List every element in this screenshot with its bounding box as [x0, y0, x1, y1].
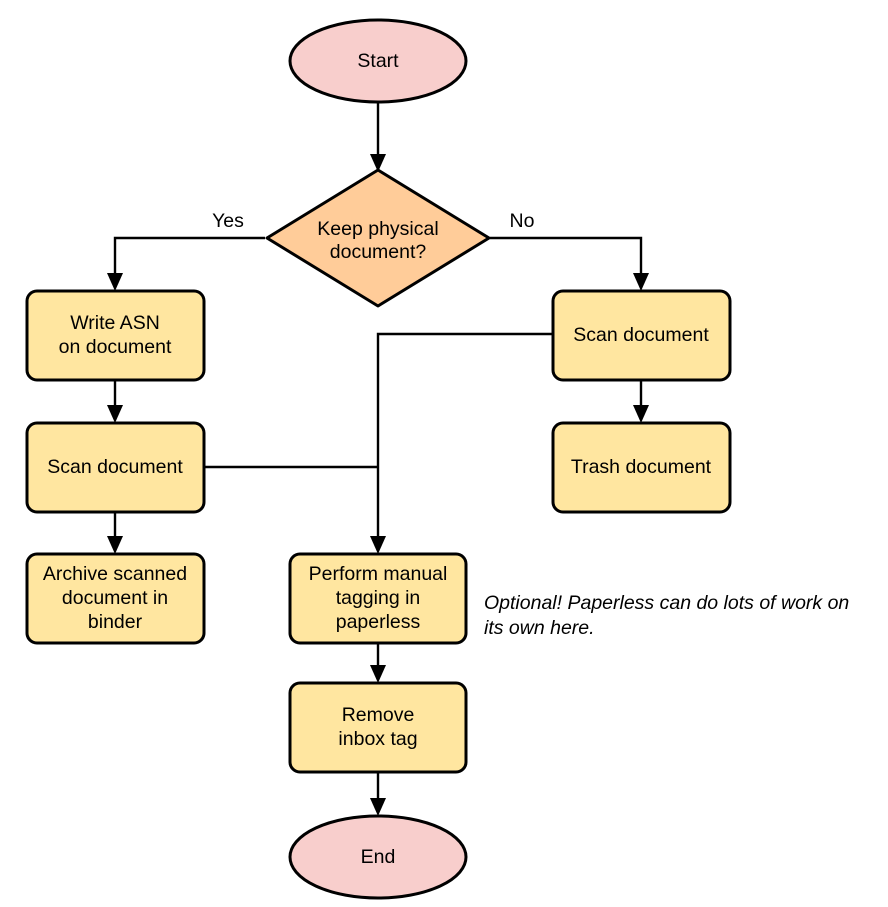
edge-line — [490, 236, 643, 278]
node-trash-document[interactable]: Trash document — [551, 421, 732, 514]
edge-label-no: No — [510, 210, 535, 232]
scan-document-right-box[interactable] — [551, 289, 732, 382]
remove-inbox-tag-box[interactable] — [288, 681, 468, 774]
arrowhead-icon — [633, 405, 649, 423]
edge-decision-yes-to-write-asn — [107, 236, 265, 291]
end-ellipse[interactable] — [288, 814, 468, 900]
edge-decision-no-to-scan-right — [490, 236, 649, 291]
annotation-line1: Optional! Paperless can do lots of work … — [484, 592, 849, 614]
edge-start-to-decision — [370, 103, 386, 172]
arrowhead-icon — [370, 154, 386, 172]
node-scan-document-right[interactable]: Scan document — [551, 289, 732, 382]
node-decision-keep-physical-document[interactable]: Keep physical document? — [265, 168, 491, 308]
arrowhead-icon — [370, 536, 386, 554]
edge-scan-right-to-trash — [633, 380, 649, 423]
archive-box[interactable] — [25, 552, 206, 645]
arrowhead-icon — [107, 536, 123, 554]
write-asn-box[interactable] — [25, 289, 206, 382]
node-end[interactable]: End — [288, 814, 468, 900]
arrowhead-icon — [370, 798, 386, 816]
edge-write-asn-to-scan-left — [107, 380, 123, 423]
decision-diamond[interactable] — [265, 168, 491, 308]
arrowhead-icon — [107, 273, 123, 291]
trash-document-box[interactable] — [551, 421, 732, 514]
start-ellipse[interactable] — [288, 18, 468, 104]
edge-line — [113, 236, 265, 278]
edge-tagging-to-remove-tag — [370, 642, 386, 683]
arrowhead-icon — [107, 405, 123, 423]
edge-remove-tag-to-end — [370, 771, 386, 816]
arrowhead-icon — [633, 273, 649, 291]
node-remove-inbox-tag[interactable]: Remove inbox tag — [288, 681, 468, 774]
annotation-line2: its own here. — [484, 617, 595, 639]
edge-line — [376, 332, 552, 541]
node-start[interactable]: Start — [288, 18, 468, 104]
edge-scan-right-to-tagging — [370, 332, 552, 554]
edge-scan-left-to-archive — [107, 512, 123, 554]
arrowhead-icon — [370, 665, 386, 683]
node-archive-scanned-document[interactable]: Archive scanned document in binder — [25, 552, 206, 645]
scan-document-left-box[interactable] — [25, 421, 206, 514]
node-perform-manual-tagging[interactable]: Perform manual tagging in paperless — [288, 552, 468, 645]
tagging-box[interactable] — [288, 552, 468, 645]
edge-label-yes: Yes — [212, 210, 244, 232]
node-scan-document-left[interactable]: Scan document — [25, 421, 206, 514]
annotation-optional-note: Optional! Paperless can do lots of work … — [484, 592, 849, 639]
node-write-asn-on-document[interactable]: Write ASN on document — [25, 289, 206, 382]
